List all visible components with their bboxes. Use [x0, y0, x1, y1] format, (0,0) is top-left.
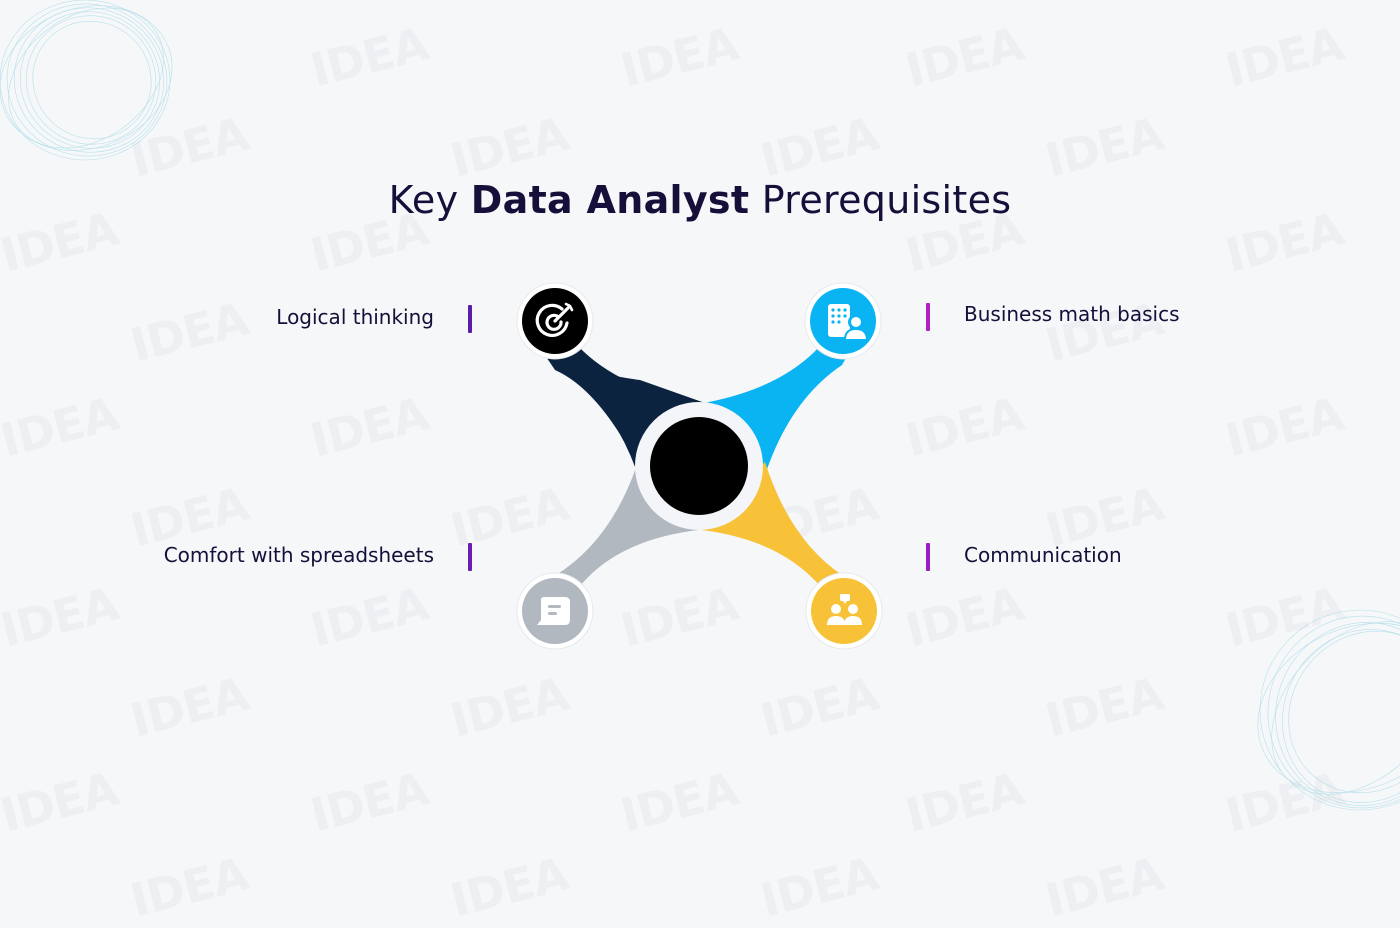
node-logical-thinking	[516, 282, 594, 360]
label-communication: Communication	[964, 543, 1122, 567]
x-diagram	[516, 282, 883, 650]
title-suffix: Prerequisites	[749, 178, 1012, 222]
team-hierarchy-icon	[827, 594, 862, 625]
node-business-math	[804, 282, 882, 360]
target-icon	[535, 302, 574, 337]
page-title: Key Data Analyst Prerequisites	[0, 178, 1400, 222]
label-business-math: Business math basics	[964, 302, 1180, 326]
center-circle	[650, 417, 748, 515]
calculator-person-icon	[828, 304, 869, 341]
title-bold: Data Analyst	[470, 178, 750, 222]
marker-spreadsheets	[468, 543, 472, 571]
label-spreadsheets: Comfort with spreadsheets	[163, 543, 434, 567]
title-prefix: Key	[388, 178, 471, 222]
marker-business-math	[926, 303, 930, 331]
node-spreadsheets	[516, 572, 594, 650]
chat-bubble-icon	[537, 597, 570, 625]
marker-logical-thinking	[468, 305, 472, 333]
marker-communication	[926, 543, 930, 571]
node-communication	[805, 572, 883, 650]
label-logical-thinking: Logical thinking	[276, 305, 434, 329]
